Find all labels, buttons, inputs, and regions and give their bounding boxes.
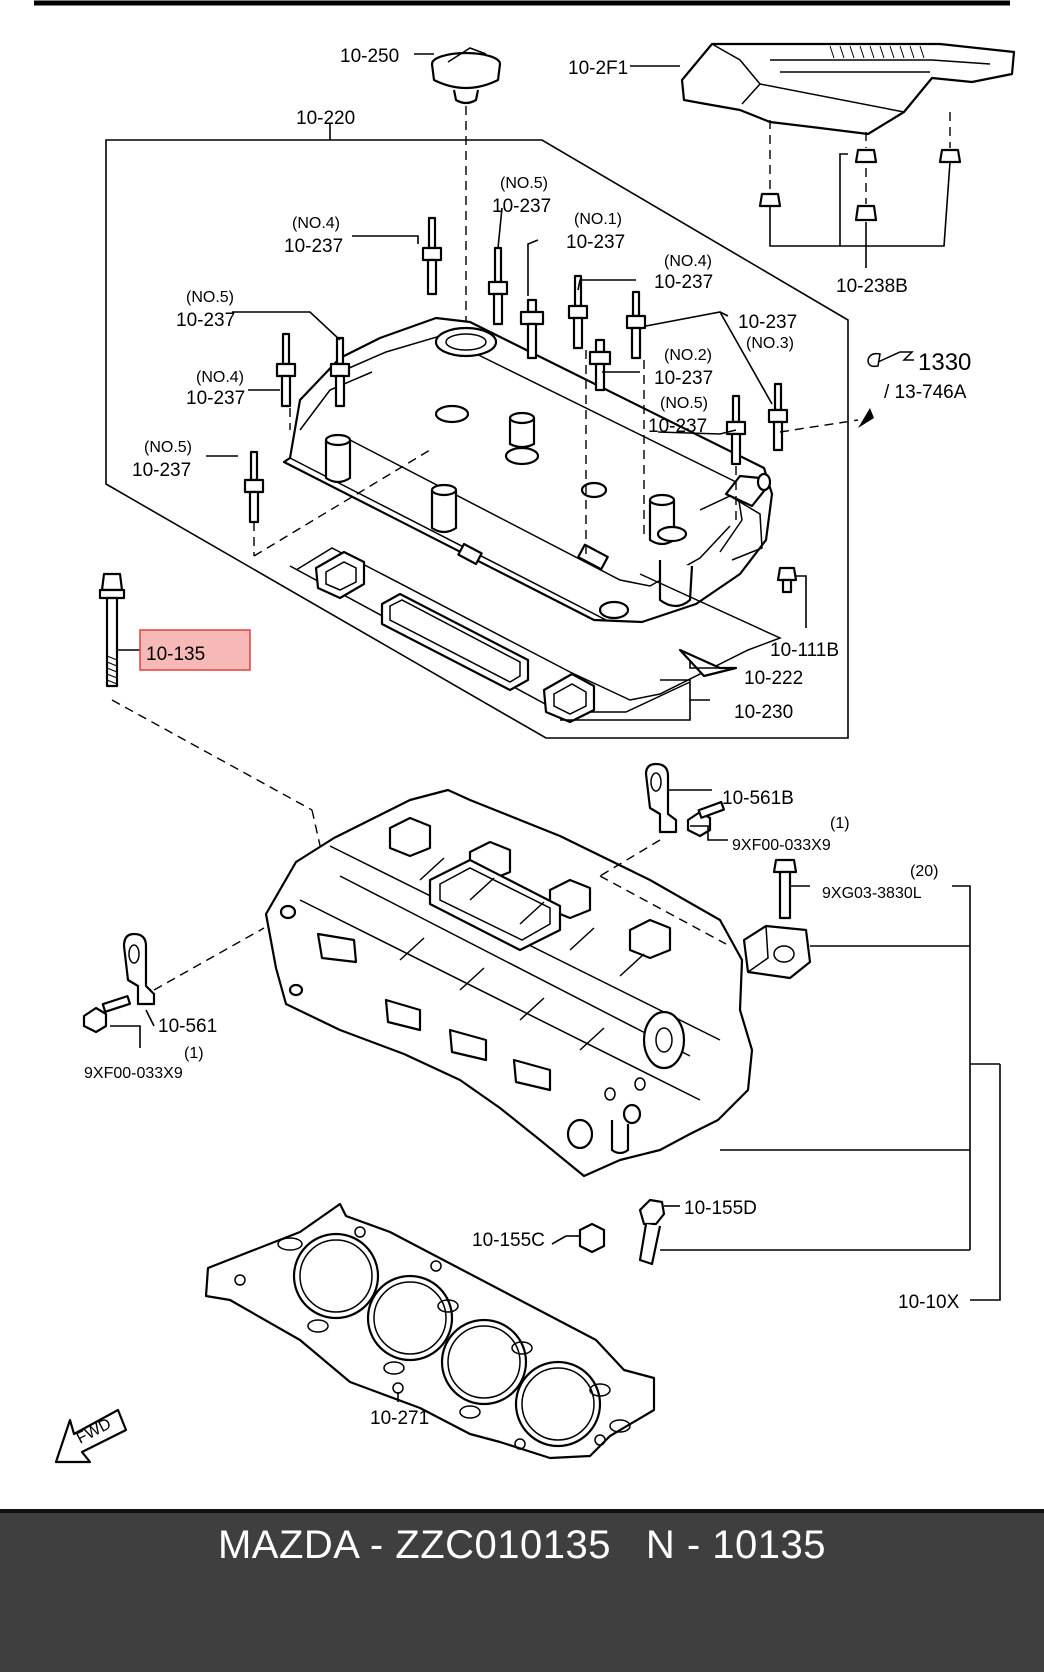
label-no3: (NO.3) xyxy=(746,335,794,352)
label-10-561b[interactable]: 10-561B xyxy=(722,788,794,809)
engine-cover xyxy=(680,42,1016,136)
label-10-237-a[interactable]: 10-237 xyxy=(492,196,551,217)
label-qty-20: (20) xyxy=(910,863,938,880)
label-10-237-f[interactable]: 10-237 xyxy=(738,312,797,333)
label-ref-1330[interactable]: 1330 xyxy=(918,349,971,376)
label-10-220[interactable]: 10-220 xyxy=(296,108,355,129)
label-10-237-i[interactable]: 10-237 xyxy=(648,416,707,437)
leader-lines xyxy=(206,53,773,1245)
label-10-237-e[interactable]: 10-237 xyxy=(176,310,235,331)
oil-filler-cap xyxy=(430,47,502,105)
label-9xg03[interactable]: 9XG03-3830L xyxy=(822,885,922,902)
label-10-237-c[interactable]: 10-237 xyxy=(566,232,625,253)
label-10-2f1[interactable]: 10-2F1 xyxy=(568,58,628,79)
footer-part-number: MAZDA - ZZC010135 N - 10135 xyxy=(217,1523,827,1567)
cylinder-head xyxy=(264,788,754,1178)
forward-direction-arrow xyxy=(54,1408,128,1464)
label-9xf00-b[interactable]: 9XF00-033X9 xyxy=(84,1065,183,1082)
label-no5-b: (NO.5) xyxy=(186,289,234,306)
label-no4-c: (NO.4) xyxy=(196,369,244,386)
label-no5-d: (NO.5) xyxy=(144,439,192,456)
label-no5-c: (NO.5) xyxy=(660,395,708,412)
label-10-10x[interactable]: 10-10X xyxy=(898,1292,960,1313)
label-10-250[interactable]: 10-250 xyxy=(340,46,399,67)
cam-cap-bolt xyxy=(772,858,810,920)
label-no4-b: (NO.4) xyxy=(664,253,712,270)
label-no4-a: (NO.4) xyxy=(292,215,340,232)
label-10-237-d[interactable]: 10-237 xyxy=(654,272,713,293)
label-10-155c[interactable]: 10-155C xyxy=(472,1230,545,1251)
label-10-222[interactable]: 10-222 xyxy=(744,668,803,689)
label-ref-13-746a[interactable]: / 13-746A xyxy=(884,382,967,403)
label-10-237-j[interactable]: 10-237 xyxy=(132,460,191,481)
part-labels: 10-250 10-2F1 10-220 (NO.5) 10-237 (NO.4… xyxy=(74,46,971,1448)
label-qty-1-b: (1) xyxy=(184,1045,204,1062)
valve-cover xyxy=(282,316,774,624)
label-no1: (NO.1) xyxy=(574,211,622,228)
engine-hanger-10-561b xyxy=(599,762,728,945)
cam-bearing-cap xyxy=(742,924,812,980)
label-no2: (NO.2) xyxy=(664,347,712,364)
label-no5-a: (NO.5) xyxy=(500,175,548,192)
footer-bar xyxy=(0,1509,1044,1672)
highlight-box xyxy=(139,629,251,671)
bolt-10-135[interactable] xyxy=(98,572,126,688)
head-gasket xyxy=(204,1202,656,1460)
label-10-155d[interactable]: 10-155D xyxy=(684,1198,757,1219)
cover-grommets xyxy=(758,112,962,268)
label-10-561[interactable]: 10-561 xyxy=(158,1016,217,1037)
assembly-frame xyxy=(105,139,849,739)
reference-arrow xyxy=(779,351,914,433)
label-9xf00-a[interactable]: 9XF00-033X9 xyxy=(732,837,831,854)
label-qty-1-a: (1) xyxy=(830,815,850,832)
label-10-237-g[interactable]: 10-237 xyxy=(654,368,713,389)
valve-stem-seal xyxy=(566,1198,970,1266)
label-10-230[interactable]: 10-230 xyxy=(734,702,793,723)
label-10-135[interactable]: 10-135 xyxy=(146,644,205,665)
label-10-238b[interactable]: 10-238B xyxy=(836,276,908,297)
engine-hanger-10-561 xyxy=(82,927,265,1048)
label-10-111b[interactable]: 10-111B xyxy=(770,640,839,661)
label-10-271[interactable]: 10-271 xyxy=(370,1408,429,1429)
assembly-brackets xyxy=(720,885,1001,1301)
label-10-237-h[interactable]: 10-237 xyxy=(186,388,245,409)
bolt-10-111b xyxy=(776,566,807,628)
engine-head-exploded-diagram: 10-250 10-2F1 10-220 (NO.5) 10-237 (NO.4… xyxy=(34,0,1016,1464)
cover-gaskets xyxy=(289,547,782,724)
label-10-237-b[interactable]: 10-237 xyxy=(284,236,343,257)
stud-bolts xyxy=(243,216,789,560)
